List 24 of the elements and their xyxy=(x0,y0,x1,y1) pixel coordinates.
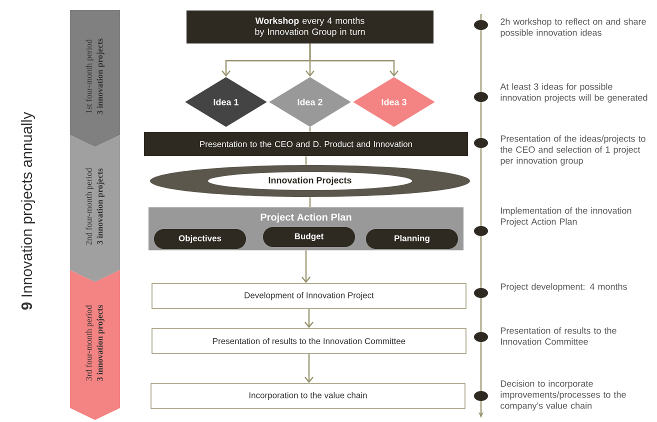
step-description: Decision to incorporate improvements/processes to the company’s value chain xyxy=(500,380,626,411)
oval-band: Innovation Projects xyxy=(150,165,470,197)
arrow xyxy=(309,44,398,77)
step-description: Project development: 4 months xyxy=(500,283,627,292)
step-description: Implementation of the innovation Project Action Plan xyxy=(500,207,632,227)
plan-pill: Budget xyxy=(263,227,355,247)
process-box: Incorporation to the value chain xyxy=(150,383,466,409)
plan-pill: Planning xyxy=(366,229,458,249)
arrow xyxy=(304,354,314,384)
step-description: 2h workshop to reflect on and share possible innovation ideas xyxy=(500,18,646,38)
process-box: Presentation to the CEO and D. Product and Innovation xyxy=(144,132,468,156)
process-box: Presentation of results to the Innovation Committee xyxy=(152,328,466,354)
step-description: At least 3 ideas for possible innovation projects will be generated xyxy=(500,83,648,103)
period-band: 2nd four-month period 3 innovation projects xyxy=(70,135,120,282)
arrow xyxy=(304,308,314,328)
arrow xyxy=(302,250,311,284)
step-description: Presentation of results to the Innovation Committee xyxy=(500,327,616,345)
title: 9 Innovation projects annually xyxy=(21,112,35,310)
process-box: Development of Innovation Project xyxy=(152,283,466,309)
period-band: 3rd four-month period 3 innovation projects xyxy=(70,270,120,420)
period-band: 1st four-month period 3 innovation projects xyxy=(70,10,120,147)
step-description: Presentation of the ideas/projects to the CEO and selection of 1 project per innovation group xyxy=(500,135,646,166)
process-box: Workshop every 4 months by Innovation Group in turn xyxy=(186,10,434,44)
plan-pill: Objectives xyxy=(154,229,246,249)
